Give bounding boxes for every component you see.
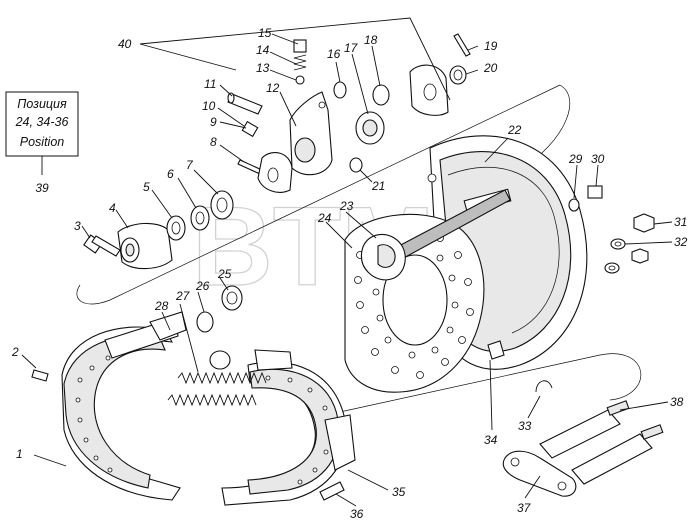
callout-27: 27 — [175, 289, 191, 303]
callout-10: 10 — [202, 99, 216, 113]
brake-shoe-right — [221, 349, 356, 506]
callout-11: 11 — [204, 77, 216, 91]
callout-37: 37 — [517, 501, 532, 515]
bolt-30 — [587, 185, 603, 199]
callout-19: 19 — [484, 39, 498, 53]
callout-17: 17 — [344, 41, 359, 55]
roller-28 — [209, 350, 231, 370]
callout-25: 25 — [217, 267, 232, 281]
callout-22: 22 — [507, 123, 522, 137]
camshaft — [360, 189, 511, 281]
callout-18: 18 — [364, 33, 378, 47]
ring-5 — [166, 215, 186, 241]
pin-19 — [453, 33, 471, 57]
info-box-frame — [5, 91, 79, 157]
callout-35: 35 — [392, 485, 406, 499]
ring-21 — [349, 157, 363, 173]
info-box: Позиция 24, 34-36 Position 39 — [5, 91, 79, 195]
callout-40: 40 — [118, 37, 132, 51]
ring-20 — [449, 65, 467, 85]
callout-numbers: 1 2 3 4 5 6 7 8 9 10 11 12 13 14 15 16 1… — [11, 26, 688, 521]
info-box-line2: 24, 34-36 — [15, 115, 69, 129]
callout-36: 36 — [350, 507, 364, 521]
callout-31: 31 — [674, 215, 687, 229]
callout-24: 24 — [317, 211, 332, 225]
link-plate-37 — [502, 450, 577, 497]
return-springs — [167, 371, 267, 407]
washer-32 — [604, 238, 649, 274]
callout-26: 26 — [195, 279, 210, 293]
clip-33 — [535, 380, 553, 393]
worm-shaft-11 — [227, 92, 263, 115]
bolt-3 — [83, 234, 121, 257]
spring-14 — [293, 54, 307, 71]
brake-shoe-left — [61, 311, 187, 501]
bushing-6 — [190, 205, 210, 231]
callout-30: 30 — [591, 152, 605, 166]
callout-32: 32 — [674, 235, 688, 249]
leader-lines — [21, 17, 673, 507]
wedge-rods-38 — [539, 400, 664, 485]
pin-2 — [31, 369, 49, 382]
bushing-16 — [333, 81, 347, 99]
callout-12: 12 — [266, 81, 280, 95]
callout-15: 15 — [258, 26, 272, 40]
pin-36 — [319, 481, 345, 501]
callout-9: 9 — [210, 115, 217, 129]
info-box-ref: 39 — [35, 181, 49, 195]
callout-1: 1 — [16, 447, 23, 461]
bushing-25 — [221, 285, 243, 311]
callout-29: 29 — [568, 152, 583, 166]
callout-6: 6 — [167, 167, 174, 181]
flange-bolt-holes — [354, 234, 474, 379]
callout-7: 7 — [186, 158, 194, 172]
bushing-26 — [196, 311, 214, 333]
callout-2: 2 — [11, 345, 19, 359]
nut-31 — [633, 213, 655, 233]
info-box-line1: Позиция — [17, 97, 67, 111]
callout-8: 8 — [210, 135, 217, 149]
callout-5: 5 — [143, 180, 150, 194]
bracket-4 — [117, 222, 173, 270]
slack-adjuster-12 — [289, 91, 333, 176]
callout-38: 38 — [670, 395, 684, 409]
pin-8 — [237, 159, 263, 175]
worm-gear-17 — [355, 111, 385, 145]
info-box-line3: Position — [20, 135, 65, 149]
callout-13: 13 — [256, 61, 270, 75]
callout-28: 28 — [154, 299, 169, 313]
callout-23: 23 — [339, 199, 354, 213]
callout-21: 21 — [371, 179, 385, 193]
shoe-left-rivets — [75, 355, 113, 473]
washer-7 — [210, 190, 234, 220]
worm-18 — [372, 84, 390, 106]
callout-33: 33 — [518, 419, 532, 433]
callout-34: 34 — [484, 433, 498, 447]
callout-14: 14 — [256, 43, 270, 57]
cover-plate-20 — [409, 64, 449, 116]
callout-3: 3 — [74, 219, 81, 233]
plate-9 — [257, 152, 293, 193]
callout-20: 20 — [483, 61, 498, 75]
callout-4: 4 — [109, 201, 116, 215]
plug-15 — [293, 39, 307, 53]
callout-16: 16 — [327, 47, 341, 61]
ball-13 — [295, 75, 305, 85]
washer-29 — [568, 198, 580, 212]
nut-10 — [241, 120, 259, 138]
